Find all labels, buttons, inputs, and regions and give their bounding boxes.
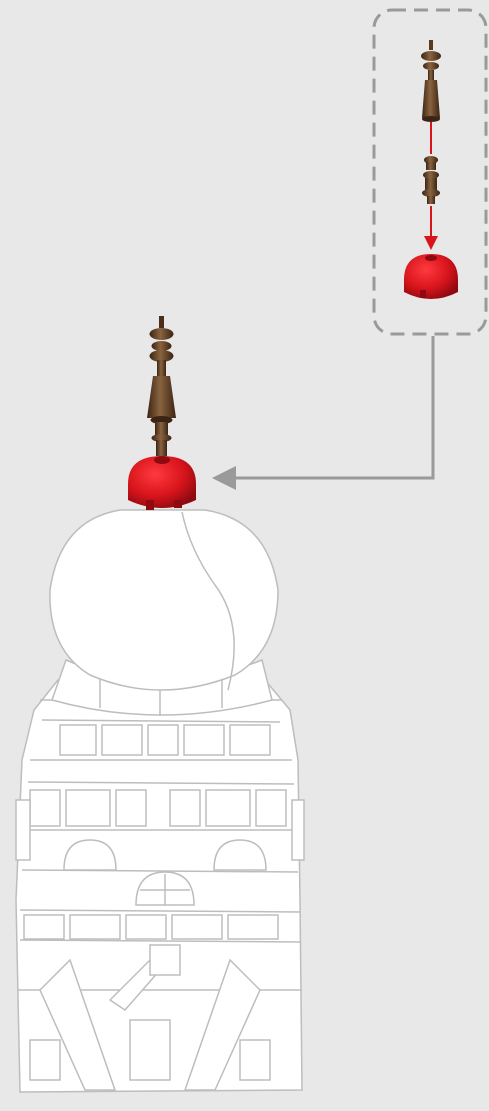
- spire-top-part: [421, 40, 441, 122]
- spire-installed: [147, 316, 176, 456]
- spire-connector-part: [422, 156, 440, 204]
- red-dome-part: [404, 254, 458, 299]
- onion-dome: [50, 510, 278, 690]
- callout-box: [374, 10, 486, 334]
- tower-model: [16, 316, 304, 1092]
- arrow-down-icon: [424, 206, 438, 250]
- red-dome-installed: [128, 456, 196, 510]
- arrow-left-icon: [212, 336, 433, 490]
- tower-body: [16, 680, 304, 1092]
